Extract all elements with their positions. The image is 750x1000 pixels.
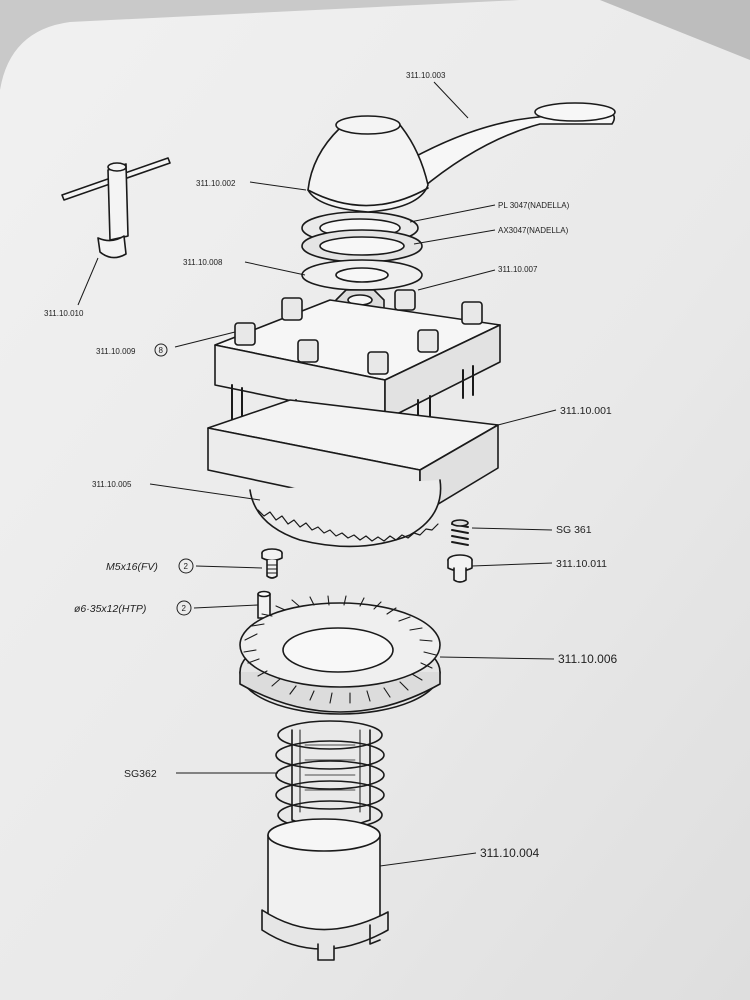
label-311-10-004: 311.10.004	[480, 846, 539, 860]
label-311-10-006: 311.10.006	[558, 652, 617, 666]
qty-circle-m5x16	[178, 558, 194, 574]
label-311-10-010: 311.10.010	[44, 309, 84, 318]
screw-m5x16	[261, 548, 283, 579]
label-311-10-011: 311.10.011	[556, 558, 607, 570]
label-311-10-008: 311.10.008	[183, 258, 223, 267]
t-wrench-part	[61, 157, 171, 259]
qty-circle-pin	[176, 600, 192, 616]
qty-311-10-009: 8	[159, 346, 164, 355]
base-column-311-10-004	[261, 818, 389, 961]
label-m5x16: M5x16(FV)	[106, 561, 158, 573]
label-ax3047: AX3047(NADELLA)	[498, 226, 569, 235]
needle-bearing-ax3047	[301, 229, 423, 263]
clamp-screws-part	[234, 289, 483, 375]
label-dowel-pin: ø6·35x12(HTP)	[74, 603, 146, 615]
clamping-handle-part	[307, 102, 616, 213]
label-311-10-001: 311.10.001	[560, 405, 612, 417]
label-pl3047: PL 3047(NADELLA)	[498, 201, 570, 210]
dowel-pin	[257, 590, 271, 619]
qty-m5x16: 2	[184, 562, 189, 571]
label-311-10-007: 311.10.007	[498, 265, 538, 274]
label-311-10-005: 311.10.005	[92, 480, 132, 489]
qty-pin: 2	[182, 604, 187, 613]
leader-lines	[77, 81, 557, 867]
label-sg361: SG 361	[556, 524, 592, 536]
washer-311-10-008	[301, 259, 423, 291]
plunger-311-10-011	[447, 554, 473, 583]
spring-sg361	[451, 519, 469, 546]
index-gear-311-10-005	[249, 479, 442, 548]
label-311-10-009: 311.10.009	[96, 347, 136, 356]
label-311-10-002: 311.10.002	[196, 179, 236, 188]
qty-circle-311-10-009	[154, 343, 168, 357]
crown-gear-311-10-006	[239, 595, 441, 715]
spring-sg362	[275, 720, 385, 830]
label-sg362: SG362	[124, 768, 157, 780]
label-311-10-003: 311.10.003	[406, 71, 446, 80]
page-edge-shadow	[520, 0, 750, 60]
